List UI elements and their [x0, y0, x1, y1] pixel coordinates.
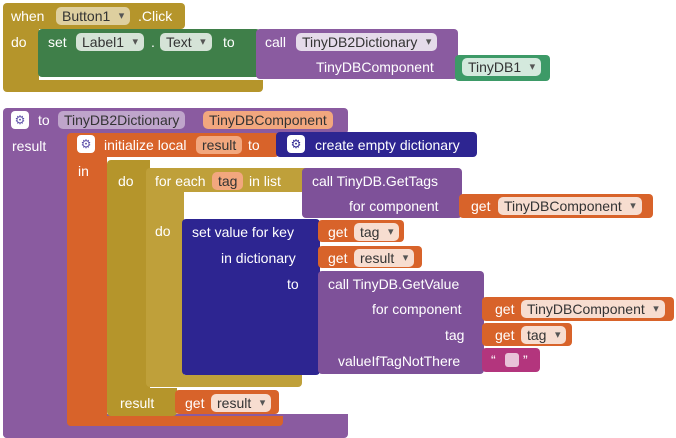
set-value-for-key-label: set value for key	[192, 224, 294, 240]
get-label: get	[495, 327, 515, 343]
initialize-local-label: initialize local	[104, 137, 187, 153]
tinydb1-dropdown[interactable]: TinyDB1	[462, 58, 542, 76]
get-label: get	[185, 395, 205, 411]
do-label: do	[11, 34, 27, 50]
local-var-name[interactable]: result	[196, 136, 243, 154]
set-property-block[interactable]	[38, 29, 260, 77]
do-result-result-label: result	[120, 395, 155, 411]
get-tags-block[interactable]	[302, 168, 462, 218]
for-each-body	[146, 186, 184, 386]
do-result-block[interactable]	[107, 160, 150, 400]
button1-dropdown[interactable]: Button1	[56, 7, 131, 25]
empty-text-field[interactable]	[505, 353, 519, 367]
dot-label: .	[151, 34, 155, 50]
tinydb-component-arg-label: TinyDBComponent	[316, 59, 434, 75]
when-event-footer	[3, 80, 263, 92]
get-value-tag-label: tag	[445, 327, 465, 343]
gear-icon[interactable]: ⚙	[11, 111, 29, 129]
in-list-label: in list	[249, 173, 281, 189]
procedure-result-body	[3, 130, 69, 438]
get-tags-label: call TinyDB.GetTags	[312, 173, 439, 189]
quote-open: “	[491, 352, 496, 368]
gear-icon[interactable]: ⚙	[77, 135, 95, 153]
when-event-body	[3, 22, 39, 90]
get-component-dropdown[interactable]: TinyDBComponent	[521, 300, 665, 318]
do-result-do-label: do	[118, 173, 134, 189]
do-result-footer	[107, 388, 177, 416]
create-empty-dictionary-label: create empty dictionary	[315, 137, 460, 153]
in-dictionary-label: in dictionary	[221, 250, 296, 266]
set-value-to-label: to	[287, 276, 299, 292]
value-if-tag-not-there-label: valueIfTagNotThere	[338, 353, 461, 369]
in-label: in	[78, 163, 89, 179]
result-label: result	[12, 138, 47, 154]
for-each-label: for each	[155, 173, 206, 189]
get-tag-dropdown[interactable]: tag	[354, 223, 400, 241]
call-label: call	[265, 34, 287, 50]
initialize-local-footer	[67, 416, 283, 426]
get-result-dropdown[interactable]: result	[211, 394, 272, 412]
set-to-label: to	[223, 34, 235, 50]
create-empty-dictionary-block[interactable]	[276, 132, 477, 157]
get-label: get	[328, 250, 348, 266]
get-value-label: call TinyDB.GetValue	[328, 276, 460, 292]
set-label: set	[48, 34, 67, 50]
for-each-footer	[146, 375, 302, 387]
get-tags-for-component-label: for component	[349, 198, 439, 214]
get-tag-dropdown[interactable]: tag	[521, 326, 567, 344]
set-value-for-key-block[interactable]	[182, 219, 320, 375]
get-label: get	[495, 301, 515, 317]
procedure-name-dropdown[interactable]: TinyDB2Dictionary	[296, 33, 438, 51]
for-each-do-label: do	[155, 223, 171, 239]
get-dict-dropdown[interactable]: result	[354, 249, 415, 267]
when-label: when	[11, 8, 45, 24]
get-value-block[interactable]	[318, 271, 484, 374]
procedure-param[interactable]: TinyDBComponent	[203, 111, 333, 129]
text-property-dropdown[interactable]: Text	[160, 33, 212, 51]
for-each-var[interactable]: tag	[212, 172, 244, 190]
get-label: get	[471, 198, 491, 214]
init-to-label: to	[248, 137, 260, 153]
proc-to-label: to	[38, 112, 50, 128]
get-value-for-component-label: for component	[372, 301, 462, 317]
initialize-local-body	[67, 150, 107, 426]
gear-icon[interactable]: ⚙	[287, 135, 305, 153]
event-name: .Click	[138, 8, 173, 24]
label1-dropdown[interactable]: Label1	[76, 33, 145, 51]
procedure-name-field[interactable]: TinyDB2Dictionary	[58, 111, 186, 129]
get-label: get	[328, 224, 348, 240]
quote-close: ”	[523, 352, 528, 368]
get-component-dropdown[interactable]: TinyDBComponent	[498, 197, 642, 215]
